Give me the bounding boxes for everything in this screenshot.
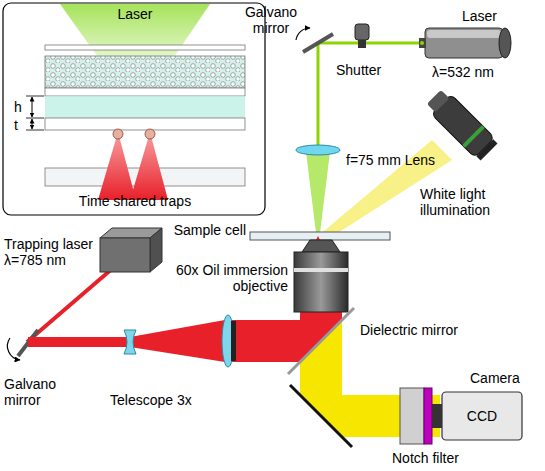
dimension-label: h — [14, 99, 22, 115]
inset-panel — [3, 3, 265, 215]
objective — [294, 240, 348, 312]
part-label: White light illumination — [420, 186, 530, 218]
detection-path — [288, 308, 522, 447]
part-label: Telescope 3x — [110, 392, 192, 408]
part-label: Laser — [462, 8, 497, 24]
part-label: Notch filter — [392, 450, 459, 466]
part-label: f=75 mm Lens — [346, 152, 435, 168]
camera-label: CCD — [452, 408, 512, 424]
part-label: Camera — [470, 370, 520, 386]
part-label: Galvano mirror — [240, 4, 302, 36]
part-label: Dielectric mirror — [360, 322, 458, 338]
beam-label: Laser — [105, 6, 165, 22]
caption-label: Time shared traps — [55, 193, 215, 209]
dimension-label: t — [14, 117, 18, 133]
part-label: Galvano mirror — [4, 376, 68, 408]
sample-cell — [250, 232, 390, 240]
part-label: Sample cell — [150, 222, 246, 238]
part-label: Shutter — [336, 62, 381, 78]
part-label: 60x Oil immersion objective — [160, 262, 288, 294]
wavelength-label: λ=532 nm — [432, 64, 494, 80]
part-label: Trapping laser λ=785 nm — [4, 236, 98, 268]
